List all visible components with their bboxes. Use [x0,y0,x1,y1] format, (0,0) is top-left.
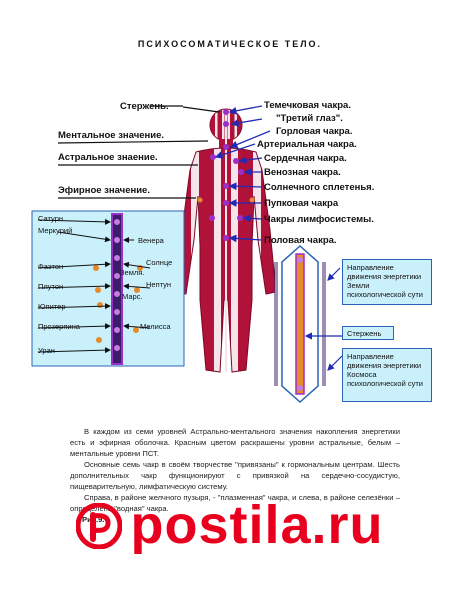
planet-venus: Венера [138,236,164,245]
planet-mars: Марс. [122,292,143,301]
caption-paragraph: Справа, в районе желчного пузыря, - "пла… [70,493,400,513]
label-etheric-value: Эфирное значение. [58,185,150,196]
label-heart-chakra: Сердечная чакра. [264,153,347,164]
postila-logo-icon [76,503,123,549]
planet-earth: Земля. [120,268,145,277]
planet-melissa: Мелисса [140,322,171,331]
planet-jupiter: Юпитер [38,302,66,311]
planet-panel [31,210,185,367]
caption-paragraph: Основные семь чакр в своём творчестве "п… [70,460,400,491]
right-label-arrows [214,105,271,243]
label-solar-plexus: Солнечного сплетенья. [264,182,375,193]
label-lymph-chakras: Чакры лимфосистемы. [264,214,374,225]
planet-mercury: Меркурий [38,226,73,235]
planet-sun: Солнце [146,258,173,267]
label-rod: Стержень. [120,101,169,112]
label-navel-chakra: Пупковая чакра [264,198,339,209]
label-arterial-chakra: Артериальная чакра. [257,139,357,150]
cosmos-energy-direction-box: Направление движения энергетики Космоса … [342,348,432,402]
label-crown-chakra: Темечковая чакра. [264,100,351,111]
planet-proserpina: Прозерпина [38,322,80,331]
watermark-text: postila.ru [130,495,384,555]
page-title: ПСИХОСОМАТИЧЕСКОЕ ТЕЛО. [137,39,323,49]
rod-diagram [274,244,343,404]
planet-uranus: Уран [38,346,55,355]
left-label-lines [57,105,220,199]
label-venous-chakra: Венозная чакра. [264,167,341,178]
label-mental-value: Ментальное значение. [58,130,165,141]
label-third-eye: "Третий глаз". [276,113,343,124]
human-body-figure [175,108,277,373]
label-astral-value: Астральное знаение. [58,152,158,163]
label-sacral-chakra: Половая чакра. [264,235,337,246]
rod-label-box: Стержень [342,326,394,340]
planet-neptune: Нептун [146,280,172,289]
earth-energy-direction-box: Направление движения энергетики Земли пс… [342,259,432,305]
body-chakra-points [197,109,255,241]
caption-paragraph: В каждом из семи уровней Астрально-мента… [70,427,400,458]
planet-pluto: Плутон [38,282,64,291]
postila-watermark: postila.ru [0,495,460,555]
planet-phaeton: Фаэтон [38,262,64,271]
planet-saturn: Сатурн [38,214,64,223]
label-throat-chakra: Горловая чакра. [276,126,353,137]
